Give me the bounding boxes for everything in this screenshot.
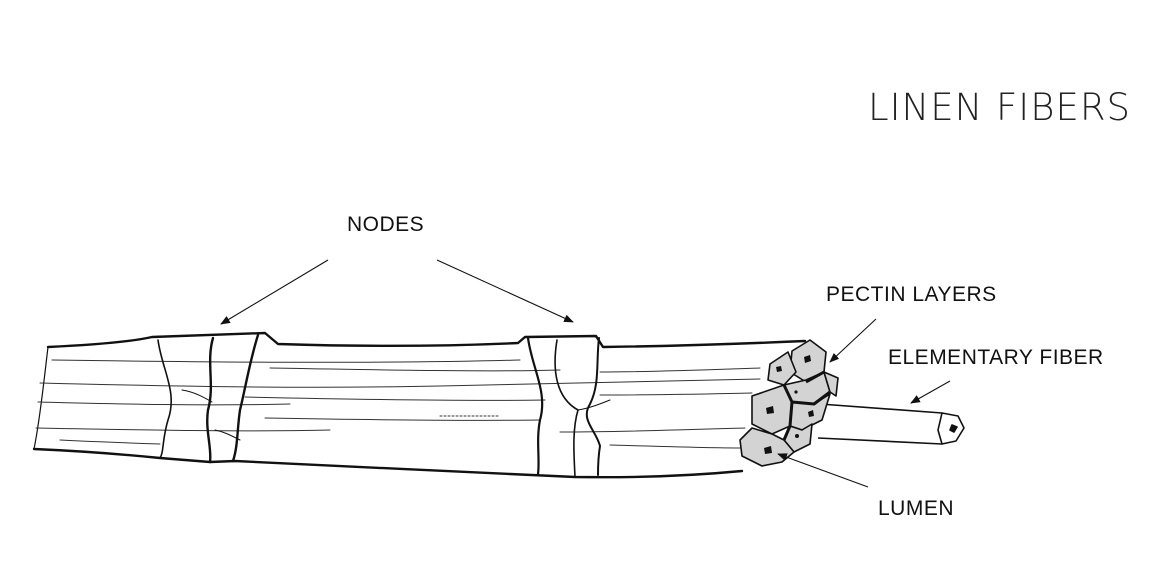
pectin-cell — [767, 351, 797, 386]
striation-line — [35, 427, 331, 432]
pectin-arrow — [829, 318, 877, 363]
striation-line — [269, 367, 561, 372]
striation-line — [244, 396, 546, 401]
striation-line — [39, 378, 761, 388]
striation-line — [559, 427, 746, 433]
diagram-title: LINEN FIBERS — [868, 86, 1132, 129]
striation-line — [264, 417, 541, 421]
striation-line — [37, 401, 291, 406]
nodes-arrow-right — [436, 259, 574, 323]
striation-line — [51, 359, 521, 363]
bundle-left-end — [33, 346, 49, 450]
bundle-bottom-edge — [32, 447, 744, 479]
lumen-dots — [764, 355, 814, 454]
node-left — [157, 333, 260, 464]
fiber-striations — [35, 359, 761, 449]
elementary-fiber-arrow — [910, 380, 951, 404]
fiber-bundle — [32, 331, 807, 479]
bundle-top-edge — [46, 331, 807, 349]
lumen-arrow — [777, 453, 869, 488]
pectin-cell — [823, 371, 839, 397]
striation-line — [599, 392, 753, 396]
pectin-cell-cluster — [739, 339, 839, 467]
label-pectin-layers: PECTIN LAYERS — [826, 283, 997, 306]
node-right — [526, 336, 611, 478]
label-lumen: LUMEN — [878, 497, 955, 520]
label-elementary-fiber: ELEMENTARY FIBER — [888, 346, 1104, 369]
striation-line — [609, 444, 741, 449]
label-nodes: NODES — [347, 213, 425, 236]
nodes-arrow-left — [220, 259, 329, 325]
callout-arrows — [220, 259, 951, 488]
elementary-fiber-rod — [817, 403, 965, 445]
striation-line — [59, 439, 161, 445]
striation-line — [599, 367, 761, 373]
